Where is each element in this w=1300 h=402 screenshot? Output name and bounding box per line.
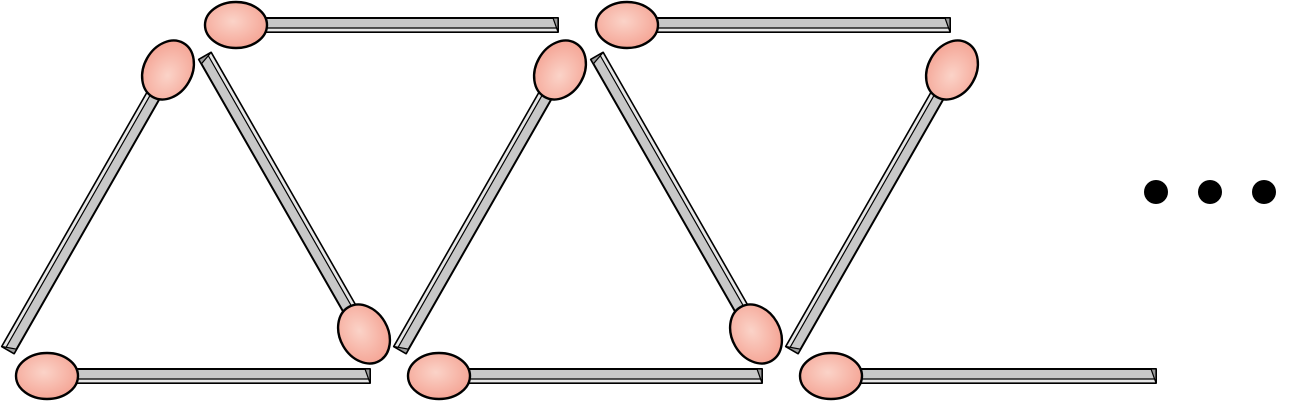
match-7-right-head [728,303,784,365]
match-6-left-stick-end [393,345,410,355]
match-9-bottom-stick-end [1150,368,1157,384]
ellipsis-dot-3 [1252,180,1276,204]
match-9-bottom-head [798,351,864,401]
match-2-left-stick-bevel [1,72,163,350]
match-10-left-head [924,39,980,101]
match-8-top-stick-end [944,17,951,33]
match-1-bottom [14,351,371,401]
match-8-top [594,0,951,50]
match-5-bottom-stick-bevel [446,378,763,384]
ellipsis-icon [1144,180,1276,204]
ellipsis-dot-2 [1198,180,1222,204]
match-1-bottom-head [14,351,80,401]
match-6-left [392,39,588,355]
match-7-right [589,51,784,365]
match-6-left-head [532,39,588,101]
match-5-bottom-stick-end [756,368,763,384]
match-4-top-stick-end [552,17,559,33]
match-4-top-stick-bevel [243,27,559,33]
match-10-left-stick-bevel [785,72,947,350]
match-3-right-stick-end [198,52,212,65]
match-4-top-head [203,0,269,50]
match-3-right [197,51,392,365]
match-8-top-head [594,0,660,50]
match-5-bottom-head [406,351,472,401]
match-10-left [784,39,980,355]
match-9-bottom [798,351,1157,401]
matchsticks-group [0,0,1157,401]
match-7-right-stick-end [590,52,604,65]
match-5-bottom [406,351,763,401]
match-6-left-stick-bevel [393,72,555,350]
match-10-left-stick-end [785,345,802,355]
match-2-left-stick-end [1,345,18,355]
match-2-left [0,39,196,355]
match-3-right-head [336,303,392,365]
match-3-right-stick-bevel [206,51,367,327]
match-1-bottom-stick-bevel [54,378,371,384]
ellipsis-dot-1 [1144,180,1168,204]
match-8-top-stick-bevel [634,27,951,33]
match-1-bottom-stick-end [364,368,371,384]
match-9-bottom-stick-bevel [838,378,1157,384]
match-2-left-head [140,39,196,101]
match-7-right-stick-bevel [598,51,759,327]
match-4-top [203,0,559,50]
